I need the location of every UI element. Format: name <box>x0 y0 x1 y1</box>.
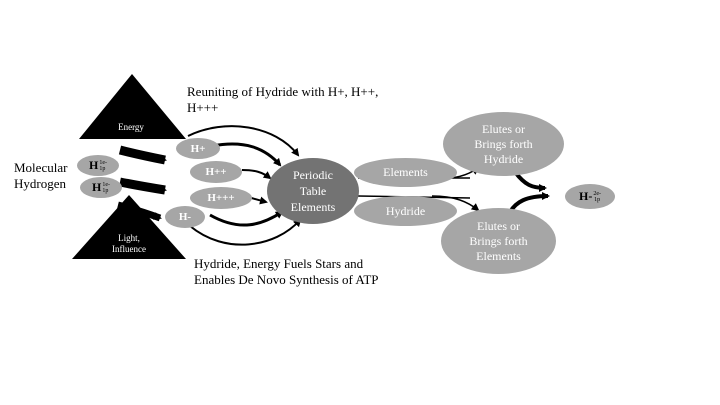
periodic-line1: Periodic <box>293 168 333 182</box>
hydrogen-atom-top-sub: 1p <box>99 165 106 172</box>
ion-h-plus-plus: H++ <box>190 161 242 183</box>
arrow-to-bottom-output <box>431 195 480 212</box>
energy-triangle <box>79 74 186 139</box>
hydride-final-symbol: H- <box>578 189 593 203</box>
output-elements-line2: Brings forth <box>469 233 528 248</box>
output-elements-oval: Elutes or Brings forth Elements <box>441 208 556 274</box>
hydrogen-atom-bottom-sup: 1e- <box>102 181 110 188</box>
hydride-final-sup: 2e- <box>593 190 601 197</box>
hydride-final-sub: 1p <box>594 196 601 203</box>
swoosh-arrow-2 <box>119 177 167 195</box>
hydride-final-oval: H- 2e- 1p <box>565 184 615 209</box>
hydrogen-atom-bottom-charges: 1e- 1p <box>102 182 110 194</box>
hydrogen-atom-bottom: H 1e- 1p <box>80 177 122 198</box>
output-elements-line3: Elements <box>476 248 521 263</box>
light-triangle <box>72 195 186 259</box>
elements-oval: Elements <box>354 158 457 187</box>
light-label-line1: Light, <box>118 233 140 243</box>
hydrogen-atom-bottom-symbol: H <box>91 180 102 194</box>
reuniting-caption: Reuniting of Hydride with H+, H++, H+++ <box>187 84 379 115</box>
light-label-line2: Influence <box>112 244 146 254</box>
hydride-oval: Hydride <box>354 196 457 226</box>
energy-label: Energy <box>118 122 144 132</box>
output-elements-line1: Elutes or <box>477 218 520 233</box>
output-hydride-line2: Brings forth <box>474 136 533 151</box>
ion-h-plus: H+ <box>176 138 220 159</box>
hydrogen-atom-top-sup: 1e- <box>99 159 107 166</box>
output-hydride-oval: Elutes or Brings forth Hydride <box>443 112 564 176</box>
hydride-energy-caption: Hydride, Energy Fuels Stars and Enables … <box>194 256 379 287</box>
molecular-hydrogen-label: Molecular Hydrogen <box>14 160 68 191</box>
ion-h-minus: H- <box>165 206 205 228</box>
ion-h-plus-3: H+++ <box>190 187 252 209</box>
arrow-bottom-inner <box>209 210 284 227</box>
periodic-line2: Table <box>299 184 327 198</box>
swoosh-arrow-3 <box>117 201 162 222</box>
arrow-top-outer <box>187 125 300 157</box>
swoosh-arrow-1 <box>118 145 167 165</box>
arrow-bottom-outer <box>189 218 302 246</box>
arrow-mid-1 <box>241 169 272 180</box>
light-label: Light, Influence <box>99 233 159 255</box>
hydrogen-atom-bottom-sub: 1p <box>102 187 109 194</box>
arrow-top-inner <box>211 142 282 167</box>
hydrogen-atom-top: H 1e- 1p <box>77 155 119 176</box>
output-hydride-line3: Hydride <box>483 151 524 166</box>
hydrogen-atom-top-charges: 1e- 1p <box>99 160 107 172</box>
hydride-final-charges: 2e- 1p <box>593 191 601 203</box>
output-hydride-line1: Elutes or <box>482 121 525 136</box>
periodic-table-oval: Periodic Table Elements <box>267 158 359 224</box>
periodic-line3: Elements <box>290 200 336 214</box>
hydrogen-atom-top-symbol: H <box>88 158 99 172</box>
